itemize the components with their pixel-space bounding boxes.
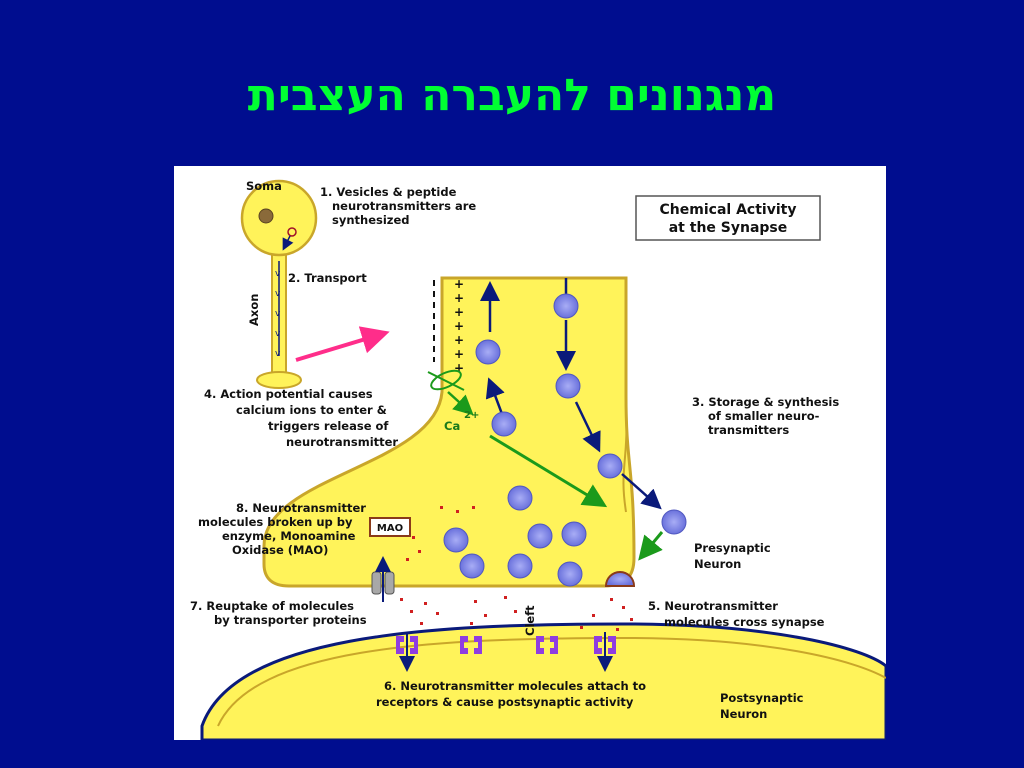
diagram-title-box (635, 195, 821, 241)
step8-line1: 8. Neurotransmitter (236, 501, 366, 515)
svg-text:+: + (454, 291, 464, 305)
step8-line4: Oxidase (MAO) (232, 543, 328, 557)
slide-title: מנגנונים להעברה העצבית (247, 70, 777, 121)
step1-line1: 1. Vesicles & peptide (320, 185, 457, 199)
diagram-title-line1: Chemical Activity (660, 202, 797, 218)
svg-text:+: + (454, 333, 464, 347)
vesicle-transport-arrows (480, 278, 662, 510)
step6-line2: receptors & cause postsynaptic activity (376, 695, 634, 709)
svg-text:+: + (454, 347, 464, 361)
soma-label: Soma (246, 179, 282, 193)
diagram-title-line2: at the Synapse (669, 220, 788, 236)
svg-text:v: v (275, 289, 281, 299)
step8-line3: enzyme, Monoamine (222, 529, 356, 543)
release-arrows (447, 391, 664, 561)
step2-label: 2. Transport (288, 271, 367, 285)
svg-text:v: v (275, 309, 281, 319)
zoom-arrow (295, 326, 390, 362)
svg-text:+: + (454, 361, 464, 375)
svg-text:+: + (454, 319, 464, 333)
step5-line1: 5. Neurotransmitter (648, 599, 778, 613)
postsynaptic-receptors (396, 636, 616, 654)
svg-text:v: v (275, 329, 281, 339)
reuptake-transporter-icon (371, 556, 395, 602)
step3-line1: 3. Storage & synthesis (692, 395, 839, 409)
step8-line2: molecules broken up by (198, 515, 353, 529)
svg-text:v: v (275, 269, 281, 279)
step3-line3: transmitters (708, 423, 789, 437)
neurotransmitter-molecules (400, 506, 633, 631)
step7-line1: 7. Reuptake of molecules (190, 599, 354, 613)
axon-label: Axon (247, 294, 261, 326)
svg-text:+: + (454, 305, 464, 319)
step5-line2: molecules cross synapse (664, 615, 825, 629)
calcium-channel-icon (427, 369, 465, 391)
step4-line3: triggers release of (268, 419, 389, 433)
step3-line2: of smaller neuro- (708, 409, 820, 423)
step6-line1: 6. Neurotransmitter molecules attach to (384, 679, 646, 693)
calcium-charge: 2+ (464, 410, 479, 421)
calcium-label: Ca (444, 419, 460, 433)
cleft-label: Cleft (523, 605, 537, 636)
synapse-diagram: + + + + + + + v v v v v Soma Axon (174, 166, 886, 740)
mao-box (369, 517, 411, 537)
postsynaptic-label-line2: Neuron (720, 707, 767, 721)
presynaptic-label-line1: Presynaptic (694, 541, 771, 555)
step7-line2: by transporter proteins (214, 613, 367, 627)
presynaptic-terminal (262, 276, 636, 588)
postsynaptic-label-line1: Postsynaptic (720, 691, 804, 705)
step4-line4: neurotransmitter (286, 435, 398, 449)
membrane-charges: + + + + + + + (433, 277, 464, 375)
step4-line2: calcium ions to enter & (236, 403, 387, 417)
step4-line1: 4. Action potential causes (204, 387, 373, 401)
svg-text:v: v (275, 349, 281, 359)
synaptic-vesicles (443, 293, 687, 587)
postsynaptic-membrane (200, 622, 886, 740)
step1-line2: neurotransmitters are (332, 199, 476, 213)
mao-label: MAO (377, 523, 403, 534)
step1-line3: synthesized (332, 213, 410, 227)
svg-text:+: + (454, 277, 464, 291)
presynaptic-label-line2: Neuron (694, 557, 741, 571)
soma-axon-illustration: v v v v v (240, 179, 318, 389)
